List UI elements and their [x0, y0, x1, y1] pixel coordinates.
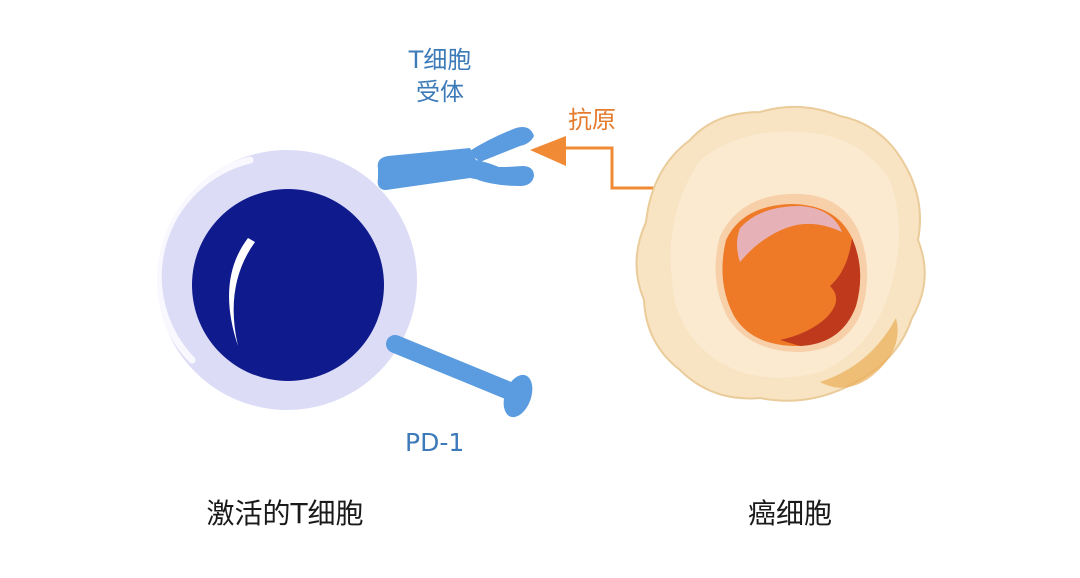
t-cell-receptor — [377, 127, 534, 190]
antigen-arrow — [530, 136, 664, 190]
cancer-nucleus-highlight — [737, 206, 842, 262]
receptor-lower-arm — [474, 166, 534, 186]
cancer-cytoplasm-shadow — [820, 318, 898, 388]
antigen-line — [560, 146, 664, 190]
pd1-label: PD-1 — [405, 428, 465, 457]
t-cell — [154, 150, 417, 410]
t-cell-nucleus — [192, 189, 384, 381]
receptor-upper-arm — [468, 127, 534, 162]
t-cell-nucleus-highlight — [229, 238, 255, 346]
pd1-stalk — [386, 335, 521, 401]
t-cell-receptor-label-line1: T细胞 — [408, 46, 472, 74]
activated-t-cell-label: 激活的T细胞 — [206, 497, 364, 530]
t-cell-receptor-label: T细胞 受体 — [395, 44, 485, 108]
cancer-cell-label: 癌细胞 — [747, 497, 832, 530]
t-cell-receptor-label-line2: 受体 — [416, 78, 464, 106]
antigen-arrowhead — [530, 136, 566, 166]
cancer-nucleus-dark — [780, 238, 861, 346]
antigen-label: 抗原 — [568, 106, 616, 134]
pd1-tip — [503, 374, 533, 418]
pd1-receptor — [386, 335, 533, 418]
cancer-cell — [635, 105, 926, 402]
t-cell-membrane-highlight — [154, 156, 254, 364]
